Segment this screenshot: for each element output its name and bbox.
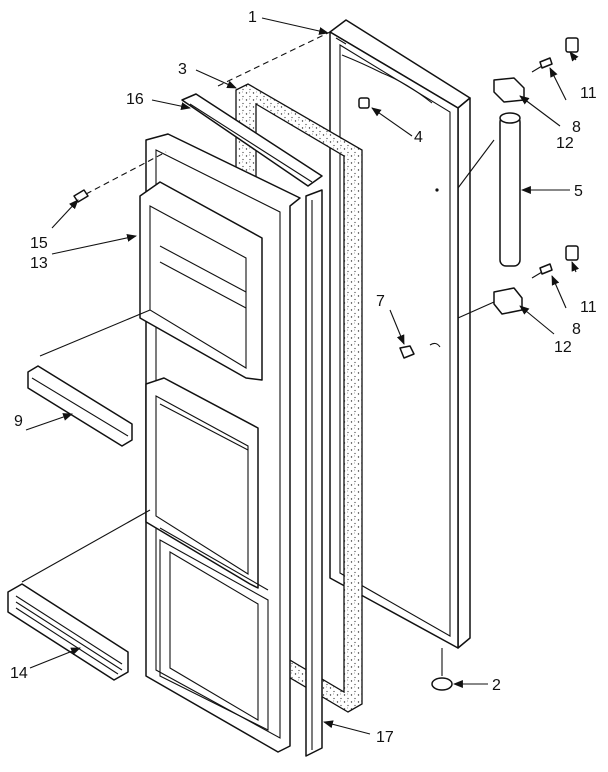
callout-12-upper: 12: [556, 135, 574, 152]
vent-grille: [7, 583, 129, 681]
handle-rod: [499, 112, 521, 267]
callout-15: 15: [30, 235, 48, 252]
callout-3: 3: [178, 61, 187, 78]
handle-bracket-lower: [493, 287, 523, 315]
callout-12-lower: 12: [554, 339, 572, 356]
callout-labels: 1 2 3 4 5 7 8 8 9 11 11 12 12 13 14 15 1…: [10, 9, 597, 746]
callout-9: 9: [14, 413, 23, 430]
liner-screw: [73, 189, 89, 203]
cap-upper: [565, 37, 579, 53]
inner-door-liner: [139, 133, 301, 753]
top-cap: [181, 93, 323, 187]
callout-11-upper: 11: [580, 85, 597, 102]
door-trim-strip: [305, 189, 323, 757]
callout-2: 2: [492, 677, 501, 694]
callout-8-upper: 8: [572, 119, 581, 136]
callout-4: 4: [414, 129, 423, 146]
cap-lower: [565, 245, 579, 261]
callout-5: 5: [574, 183, 583, 200]
screw-lower: [531, 263, 553, 279]
callout-7: 7: [376, 293, 385, 310]
callout-8-lower: 8: [572, 321, 581, 338]
callout-13: 13: [30, 255, 48, 272]
callout-11-lower: 11: [580, 299, 597, 316]
assembly-lines: [21, 31, 495, 676]
door-clip: [399, 345, 415, 359]
hinge-cup: [431, 677, 453, 691]
shelf-bar: [27, 365, 133, 447]
callout-1: 1: [248, 9, 257, 26]
leader-lines: [25, 17, 579, 735]
door-plug: [358, 97, 370, 109]
callout-14: 14: [10, 665, 28, 682]
screw-upper: [531, 57, 553, 73]
callout-17: 17: [376, 729, 394, 746]
callout-16: 16: [126, 91, 144, 108]
handle-bracket-upper: [493, 77, 525, 103]
